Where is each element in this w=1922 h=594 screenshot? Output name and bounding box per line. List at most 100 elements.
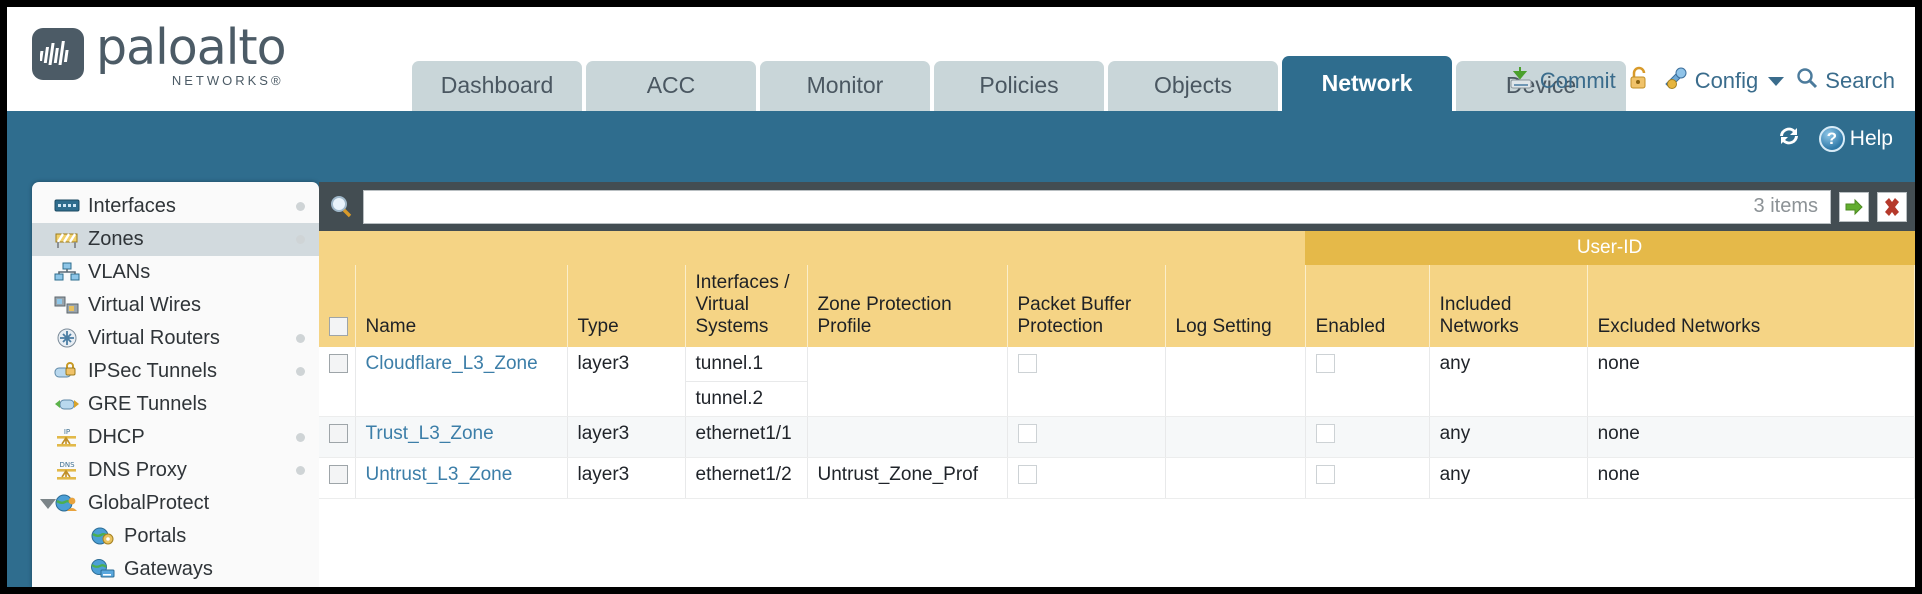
search-button[interactable]: Search — [1795, 66, 1895, 96]
virtual-wires-icon — [54, 295, 80, 317]
sidebar-item-virtual-wires[interactable]: Virtual Wires — [32, 289, 319, 322]
sidebar-item-globalprotect[interactable]: GlobalProtect — [32, 487, 319, 520]
help-label: Help — [1849, 127, 1893, 150]
sidebar-item-portals[interactable]: Portals — [32, 520, 319, 553]
filter-search-icon[interactable] — [327, 193, 355, 221]
tab-policies[interactable]: Policies — [934, 61, 1104, 111]
zone-name-link[interactable]: Trust_L3_Zone — [365, 423, 494, 444]
column-header-packet-buffer-protection[interactable]: Packet Buffer Protection — [1007, 265, 1166, 347]
zone-name-link[interactable]: Cloudflare_L3_Zone — [365, 353, 538, 374]
brand-subtitle: NETWORKS® — [171, 73, 284, 88]
svg-text:DNS: DNS — [59, 461, 75, 469]
commit-button[interactable]: Commit — [1508, 65, 1616, 97]
row-select-cell — [319, 416, 356, 458]
cell-zone-protection-profile: Untrust_Zone_Prof — [807, 457, 1008, 499]
sidebar-label: Virtual Routers — [88, 327, 220, 349]
paloalto-logo-mark-icon — [32, 28, 84, 80]
dns-proxy-icon: DNS — [54, 460, 80, 482]
column-header-excluded-networks[interactable]: Excluded Networks — [1587, 265, 1915, 347]
group-header-userid: User-ID — [1305, 231, 1915, 265]
table-row[interactable]: Cloudflare_L3_Zone layer3 tunnel.1 tunne… — [319, 347, 1915, 417]
filter-search-input[interactable]: 3 items — [363, 189, 1831, 224]
table-row[interactable]: Untrust_L3_Zone layer3 ethernet1/2 Untru… — [319, 457, 1915, 499]
tree-expand-arrow-icon[interactable] — [40, 498, 56, 509]
cell-userid-enabled — [1305, 416, 1430, 458]
column-header-enabled[interactable]: Enabled — [1305, 265, 1430, 347]
sidebar-dot-marker — [296, 202, 305, 211]
userid-enabled-checkbox[interactable] — [1315, 465, 1335, 485]
cell-type: layer3 — [567, 347, 686, 417]
cell-included-networks: any — [1429, 457, 1588, 499]
column-header-log-setting[interactable]: Log Setting — [1165, 265, 1306, 347]
sidebar-item-dns-proxy[interactable]: DNS DNS Proxy — [32, 454, 319, 487]
help-link[interactable]: ? Help — [1818, 126, 1893, 152]
tab-acc[interactable]: ACC — [586, 61, 756, 111]
cell-included-networks: any — [1429, 416, 1588, 458]
chevron-down-icon[interactable] — [1768, 76, 1785, 86]
config-menu[interactable]: Config — [1662, 65, 1785, 97]
tab-network[interactable]: Network — [1282, 56, 1452, 111]
items-count-label: 3 items — [1753, 195, 1818, 217]
sidebar-item-vlans[interactable]: VLANs — [32, 256, 319, 289]
sidebar-label: Zones — [88, 228, 144, 250]
apply-filter-button[interactable] — [1839, 191, 1869, 222]
column-header-zone-protection-profile[interactable]: Zone Protection Profile — [807, 265, 1008, 347]
row-checkbox[interactable] — [329, 465, 348, 485]
svg-text:IP: IP — [64, 428, 70, 436]
network-sidebar: Interfaces Zones — [32, 182, 319, 587]
column-header-interfaces[interactable]: Interfaces / Virtual Systems — [685, 265, 808, 347]
cell-excluded-networks: none — [1587, 416, 1915, 458]
cell-interfaces: ethernet1/1 — [685, 416, 808, 458]
packet-buffer-protection-checkbox[interactable] — [1017, 465, 1037, 485]
tab-dashboard[interactable]: Dashboard — [412, 61, 582, 111]
select-all-header — [319, 265, 356, 347]
select-all-checkbox[interactable] — [329, 317, 348, 337]
tab-objects[interactable]: Objects — [1108, 61, 1278, 111]
cell-packet-buffer-protection — [1007, 457, 1166, 499]
row-checkbox[interactable] — [329, 424, 348, 444]
cell-userid-enabled — [1305, 457, 1430, 499]
userid-enabled-checkbox[interactable] — [1315, 424, 1335, 444]
search-icon — [1795, 66, 1819, 96]
sidebar-item-ipsec-tunnels[interactable]: IPSec Tunnels — [32, 355, 319, 388]
packet-buffer-protection-checkbox[interactable] — [1017, 354, 1037, 374]
tab-monitor[interactable]: Monitor — [760, 61, 930, 111]
sidebar-item-interfaces[interactable]: Interfaces — [32, 190, 319, 223]
row-checkbox[interactable] — [329, 354, 348, 374]
secondary-blue-band: ? Help — [7, 111, 1915, 175]
packet-buffer-protection-checkbox[interactable] — [1017, 424, 1037, 444]
globalprotect-icon — [54, 493, 80, 515]
commit-label: Commit — [1539, 68, 1616, 93]
sidebar-label: Virtual Wires — [88, 294, 201, 316]
sidebar-item-zones[interactable]: Zones — [32, 223, 319, 256]
sidebar-item-gateways[interactable]: Gateways — [32, 553, 319, 586]
sidebar-label: Portals — [124, 525, 187, 547]
padlock-button[interactable] — [1627, 65, 1651, 97]
refresh-icon[interactable] — [1775, 123, 1803, 155]
interface-entry: tunnel.2 — [695, 388, 764, 409]
userid-enabled-checkbox[interactable] — [1315, 354, 1335, 374]
clear-filter-button[interactable] — [1877, 191, 1907, 222]
cell-excluded-networks: none — [1587, 457, 1915, 499]
dhcp-icon: IP — [54, 427, 80, 449]
sidebar-item-dhcp[interactable]: IP DHCP — [32, 421, 319, 454]
sidebar-item-virtual-routers[interactable]: Virtual Routers — [32, 322, 319, 355]
column-header-name[interactable]: Name — [355, 265, 568, 347]
sidebar-item-gre-tunnels[interactable]: GRE Tunnels — [32, 388, 319, 421]
interfaces-icon — [54, 196, 80, 218]
sidebar-label: Interfaces — [88, 195, 176, 217]
commit-icon — [1508, 65, 1534, 97]
cell-name: Cloudflare_L3_Zone — [355, 347, 568, 417]
cell-included-networks: any — [1429, 347, 1588, 417]
column-header-type[interactable]: Type — [567, 265, 686, 347]
column-header-included-networks[interactable]: Included Networks — [1429, 265, 1588, 347]
cell-log-setting — [1165, 457, 1306, 499]
main-nav-tabs: Dashboard ACC Monitor Policies Objects N… — [412, 56, 1626, 111]
row-select-cell — [319, 457, 356, 499]
zones-icon — [54, 229, 80, 251]
config-label: Config — [1694, 68, 1759, 93]
zone-name-link[interactable]: Untrust_L3_Zone — [365, 464, 513, 485]
cell-name: Trust_L3_Zone — [355, 416, 568, 458]
table-row[interactable]: Trust_L3_Zone layer3 ethernet1/1 any non… — [319, 416, 1915, 458]
